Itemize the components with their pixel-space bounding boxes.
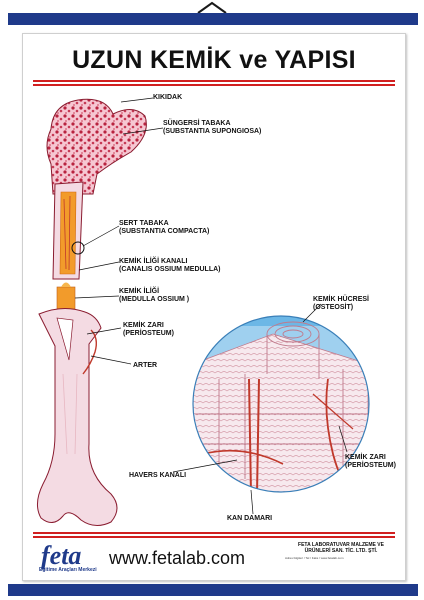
label-marrow-canal-line2: (CANALIS OSSIUM MEDULLA) [119,266,221,273]
top-hanging-rail [8,13,418,25]
label-spongy-line2: (SUBSTANTIA SUPONGIOSA) [163,128,262,135]
label-bone-cell: KEMİK HÜCRESİ (OSTEOSİT) [313,296,369,312]
label-marrow-canal-line1: KEMİK İLİĞİ KANALI [119,258,188,265]
label-spongy-line1: SÜNGERSİ TABAKA [163,120,231,127]
bottom-hanging-rail [8,584,418,596]
company-name-line1: FETA LABORATUVAR MALZEME VE [298,542,384,548]
zoom-marker [71,241,85,255]
label-compact-line2: (SUBSTANTIA COMPACTA) [119,228,210,235]
label-periosteum-2-line1: KEMİK ZARI [345,454,386,461]
company-name-line2: ÜRÜNLERİ SAN. TİC. LTD. ŞTİ. [304,548,378,554]
label-compact-layer: SERT TABAKA (SUBSTANTIA COMPACTA) [119,220,209,236]
marrow-plug [56,282,76,310]
label-bone-cell-line2: (OSTEOSİT) [313,304,354,311]
poster-title: UZUN KEMİK ve YAPISI [72,46,356,74]
label-bone-marrow-line2: (MEDULLA OSSIUM ) [119,296,190,303]
label-periosteum-2-line2: (PERİOSTEUM) [345,462,396,469]
hanger-hook [197,1,227,14]
bone-illustration [37,97,370,526]
leader-lines [74,97,348,515]
website-url: www.fetalab.com [109,548,246,568]
company-address: Adres bilgileri / Tel / Faks / www.fetal… [285,556,344,560]
label-periosteum-line2: (PERİOSTEUM) [123,330,174,337]
label-kikidak: KIKIDAK [153,94,183,101]
company-name: FETA LABORATUVAR MALZEME VE ÜRÜNLERİ SAN… [291,542,391,554]
poster: UZUN KEMİK ve YAPISI [22,33,406,581]
label-bone-marrow-line1: KEMİK İLİĞİ [119,288,160,295]
artery-line [82,329,98,375]
label-artery: ARTER [133,362,158,369]
label-haversian-canal: HAVERS KANALI [129,472,187,479]
femur-lower [37,308,118,526]
label-marrow-canal: KEMİK İLİĞİ KANALI (CANALIS OSSIUM MEDUL… [119,258,221,274]
label-periosteum-line1: KEMİK ZARI [123,322,164,329]
title-divider-bottom [33,84,395,86]
label-spongy-layer: SÜNGERSİ TABAKA (SUBSTANTIA SUPONGIOSA) [163,120,261,136]
label-bone-cell-line1: KEMİK HÜCRESİ [313,296,370,303]
femur-shaft-upper [52,181,84,280]
femur-head [46,98,147,195]
label-bone-marrow: KEMİK İLİĞİ (MEDULLA OSSIUM ) [119,288,189,304]
label-blood-vessel: KAN DAMARI [227,515,273,522]
label-compact-line1: SERT TABAKA [119,220,169,227]
footer-divider-top [33,532,395,534]
label-periosteum-2: KEMİK ZARI (PERİOSTEUM) [345,454,396,470]
title-divider-top [33,80,395,82]
feta-logo-subtitle: Eğitime Araçları Merkezi [39,567,97,573]
osteon-magnification [192,315,370,493]
feta-logo: feta [41,541,82,570]
label-periosteum: KEMİK ZARI (PERİOSTEUM) [123,322,174,338]
footer-divider-bottom [33,536,395,538]
